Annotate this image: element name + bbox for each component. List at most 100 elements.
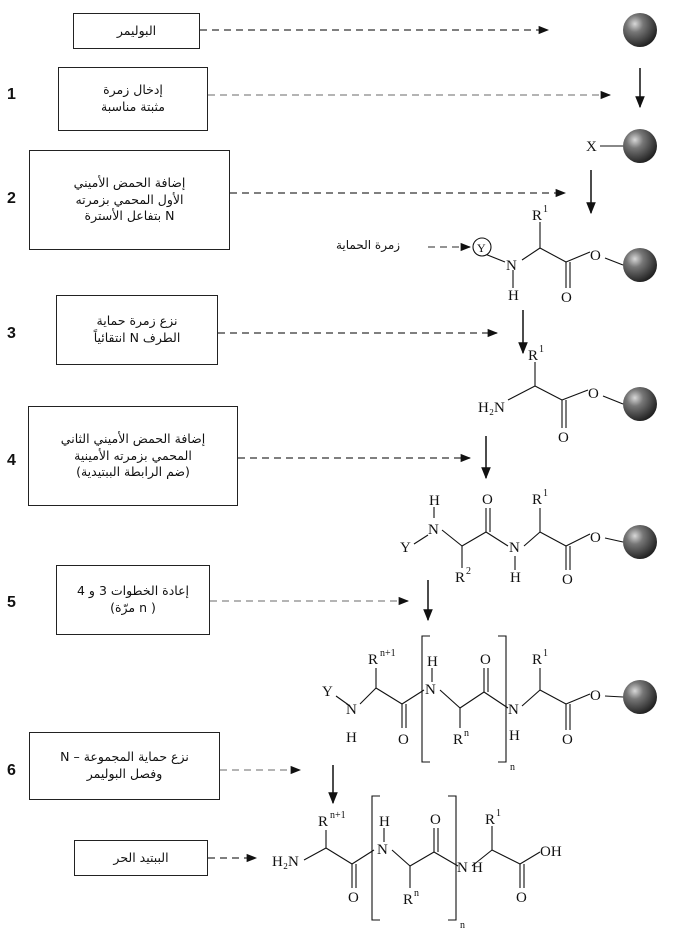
box-step3-line: نزع زمرة حماية: [96, 313, 178, 329]
box-polymer-text: البوليمر: [116, 22, 157, 38]
atom-n: N: [506, 258, 517, 274]
bonds: [303, 145, 624, 921]
box-step2-line: الأول المحمي بزمرته: [75, 191, 184, 207]
atom-n: N: [509, 540, 520, 556]
atom-o: O: [562, 572, 573, 588]
box-step1-line: إدخال زمرة: [103, 82, 163, 98]
dashed-arrows: [200, 25, 612, 863]
box-step1-line: مثبتة مناسبة: [101, 99, 165, 114]
atom-o: O: [482, 492, 493, 508]
atom-sup: 1: [543, 488, 548, 499]
atom-x: X: [586, 139, 597, 155]
atom-r: R: [532, 652, 542, 668]
atom-o: O: [562, 732, 573, 748]
atom-o: O: [590, 248, 601, 264]
box-step5-line: ( n مرّة): [110, 600, 156, 615]
box-step2: إضافة الحمض الأميني الأول المحمي بزمرته …: [29, 150, 230, 250]
atom-h: H: [508, 288, 519, 304]
atom-y: Y: [400, 540, 411, 556]
box-step4-line: إضافة الحمض الأميني الثاني: [60, 430, 206, 446]
atom-o: O: [590, 530, 601, 546]
repeat-subscript: n: [460, 920, 465, 931]
atom-sup: n: [414, 888, 419, 899]
atom-r: R: [485, 812, 495, 828]
atom-h2n: H₂N: [478, 400, 505, 416]
box-step5-line: إعادة الخطوات 3 و 4: [77, 583, 189, 599]
step-number: 4: [7, 452, 16, 469]
resin-bead-icon: [623, 525, 657, 559]
atom-r: R: [453, 732, 463, 748]
atom-sup: 1: [543, 648, 548, 659]
repeat-subscript: n: [510, 762, 515, 773]
atom-o: O: [430, 812, 441, 828]
atom-y: Y: [322, 684, 333, 700]
atom-n: N: [508, 702, 519, 718]
atom-y: Y: [477, 241, 486, 255]
protecting-group-label: زمرة الحماية: [336, 238, 401, 252]
atom-r: R: [368, 652, 378, 668]
atom-h: H: [472, 860, 483, 876]
atom-h: H: [379, 814, 390, 830]
atom-n: N: [457, 860, 468, 876]
atom-o: O: [516, 890, 527, 906]
atom-sup: 2: [466, 566, 471, 577]
box-step4-line: المحمي بزمرته الأمينية: [74, 447, 192, 463]
box-polymer: البوليمر: [73, 13, 200, 49]
atom-r: R: [532, 208, 542, 224]
atom-r: R: [403, 892, 413, 908]
atom-sup: n: [464, 728, 469, 739]
atom-h: H: [429, 493, 440, 509]
protecting-group-circle: [472, 237, 492, 257]
atom-sup: n+1: [380, 648, 396, 659]
box-step3: نزع زمرة حماية الطرف N انتقائياً: [56, 295, 218, 365]
box-step2-line: إضافة الحمض الأميني: [73, 174, 186, 190]
atom-n: N: [425, 682, 436, 698]
box-step1: إدخال زمرة مثبتة مناسبة: [58, 67, 208, 131]
atom-h2n: H₂N: [272, 854, 299, 870]
resin-beads: [623, 13, 657, 714]
box-step6: نزع حماية المجموعة – N وفصل البوليمر: [29, 732, 220, 800]
box-free-peptide-text: الببتيد الحر: [113, 849, 169, 865]
atom-sup: 1: [543, 204, 548, 215]
atom-r: R: [532, 492, 542, 508]
atom-o: O: [588, 386, 599, 402]
atom-o: O: [348, 890, 359, 906]
atom-o: O: [561, 290, 572, 306]
atom-r: R: [455, 570, 465, 586]
atom-h: H: [346, 730, 357, 746]
atom-n: N: [428, 522, 439, 538]
box-step4: إضافة الحمض الأميني الثاني المحمي بزمرته…: [28, 406, 238, 506]
resin-bead-icon: [623, 387, 657, 421]
resin-bead-icon: [623, 129, 657, 163]
atom-o: O: [558, 430, 569, 446]
step-number: 3: [7, 325, 16, 342]
atom-o: O: [480, 652, 491, 668]
resin-bead-icon: [623, 680, 657, 714]
solid-arrows: [328, 68, 645, 805]
box-step6-line: وفصل البوليمر: [86, 766, 163, 781]
box-step3-line: الطرف N انتقائياً: [93, 330, 181, 345]
atom-r: R: [528, 348, 538, 364]
atom-sup: 1: [539, 344, 544, 355]
atom-h: H: [427, 654, 438, 670]
atom-sup: n+1: [330, 810, 346, 821]
box-step2-line: N بتفاعل الأسترة: [84, 208, 175, 224]
atom-n: N: [377, 842, 388, 858]
box-step6-line: نزع حماية المجموعة – N: [60, 749, 189, 765]
step-number: 5: [7, 594, 16, 611]
atom-labels: X Y N H R 1 O O H₂N R 1 O O Y N H R 2 O …: [272, 139, 601, 931]
step-number: 2: [7, 190, 16, 207]
atom-o: O: [398, 732, 409, 748]
step-number: 1: [7, 86, 16, 103]
resin-bead-icon: [623, 13, 657, 47]
atom-oh: OH: [540, 844, 562, 860]
step-number: 6: [7, 762, 16, 779]
atom-h: H: [509, 728, 520, 744]
box-step4-line: (ضم الرابطة الببتيدية): [76, 464, 190, 480]
box-free-peptide: الببتيد الحر: [74, 840, 208, 876]
box-step5: إعادة الخطوات 3 و 4 ( n مرّة): [56, 565, 210, 635]
atom-h: H: [510, 570, 521, 586]
atom-o: O: [590, 688, 601, 704]
atom-n: N: [346, 702, 357, 718]
